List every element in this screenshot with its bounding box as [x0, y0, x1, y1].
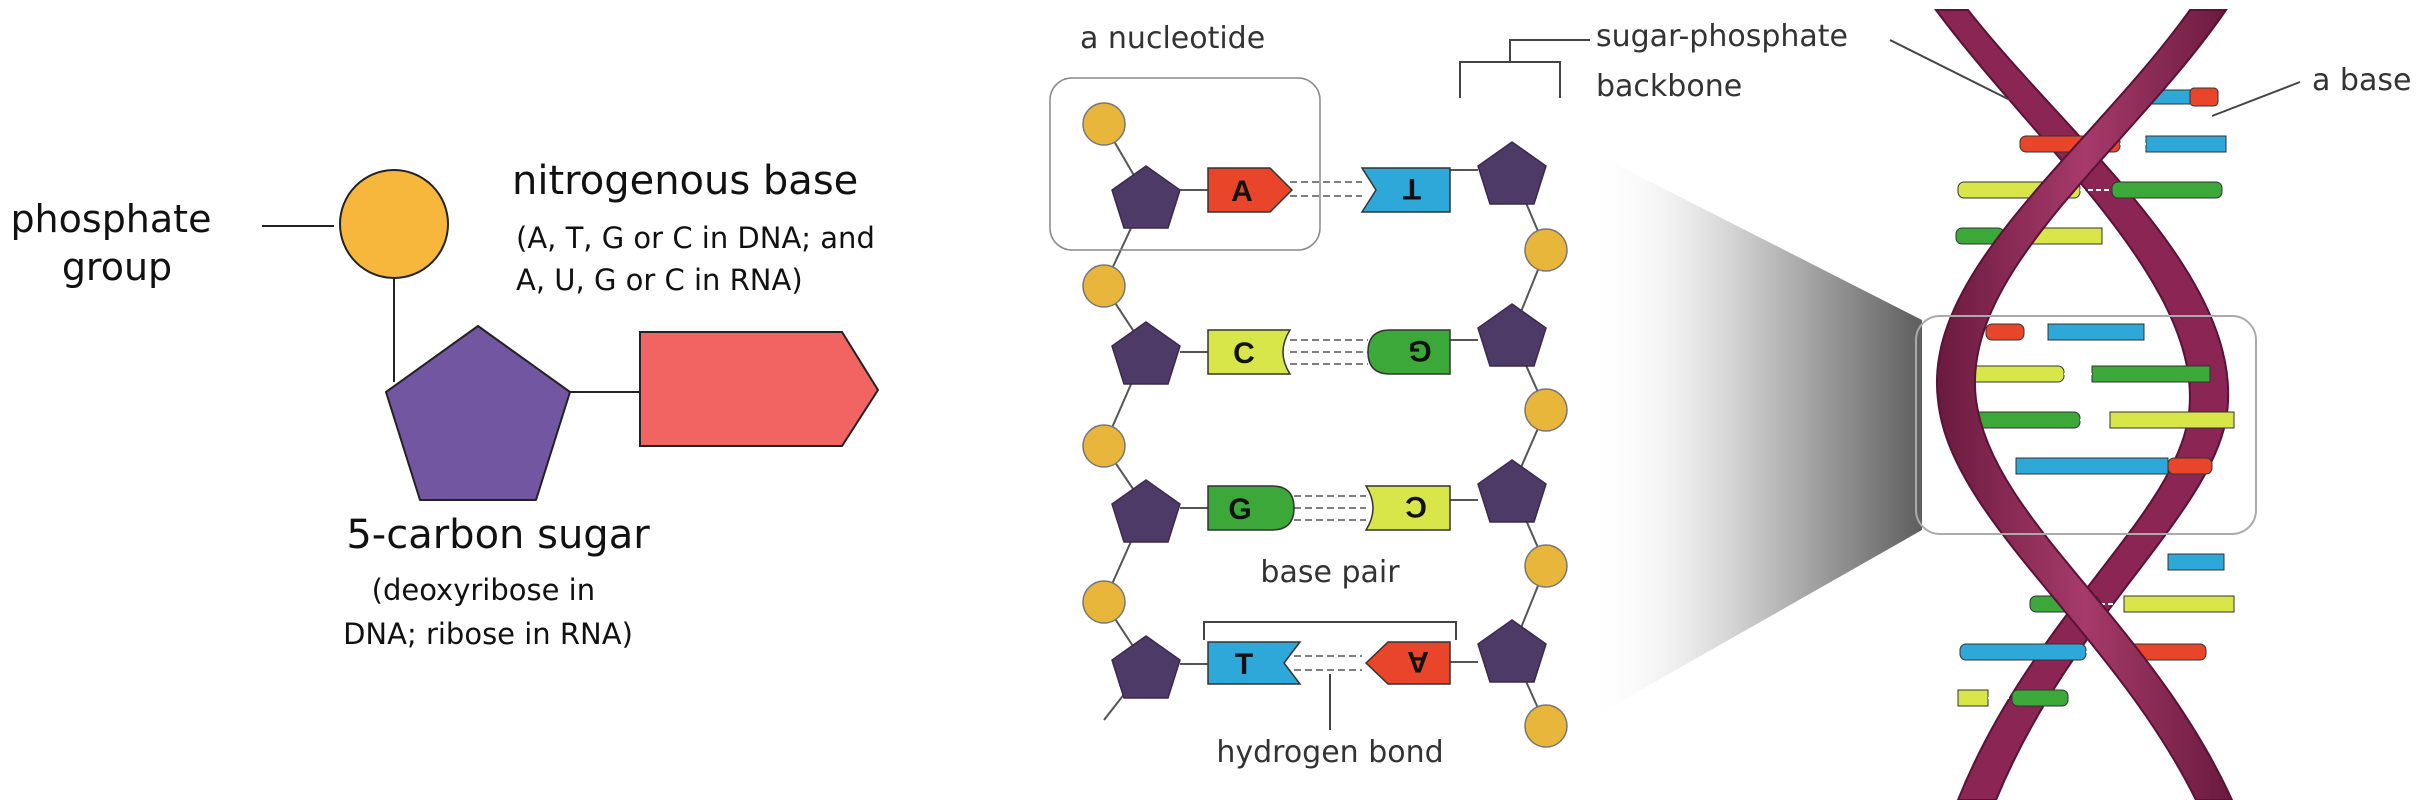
base-pair-bracket: [1203, 621, 1457, 640]
helix-base: [2111, 181, 2223, 199]
sugar-left-4: [1111, 635, 1181, 699]
phosphate-left-2: [1082, 264, 1126, 308]
helix-back-strand: [1934, 9, 2229, 800]
base-letter: A: [1407, 645, 1429, 678]
helix-base: [2011, 689, 2069, 707]
a-base-pointer: [2211, 81, 2301, 117]
helix-base: [2167, 553, 2225, 571]
five-carbon-sugar-note: (deoxyribose in DNA; ribose in RNA): [343, 573, 633, 651]
helix-base: [2145, 135, 2227, 153]
backbone-bracket: [1459, 61, 1561, 98]
base-shape: [639, 331, 880, 447]
phosphate-right-2: [1524, 388, 1568, 432]
sugar-pentagon: [385, 325, 571, 501]
phosphate-right-4: [1524, 704, 1568, 748]
sugar-phosphate-backbone-label: sugar-phosphate backbone: [1596, 19, 1858, 104]
base-letter: G: [1228, 493, 1251, 526]
phosphate-left-1: [1082, 102, 1126, 146]
base-T-left-4: [1207, 641, 1302, 685]
base-C-right-3: [1364, 485, 1451, 531]
phosphate-left-4: [1082, 580, 1126, 624]
base-pair-label: base pair: [1260, 555, 1400, 590]
five-carbon-sugar-title: 5-carbon sugar: [346, 512, 650, 558]
a-base-label: a base: [2312, 63, 2411, 98]
base-G-right-2: [1367, 329, 1451, 375]
base-letter: A: [1231, 175, 1253, 208]
sugar-right-1: [1477, 141, 1547, 205]
sugar-left-1: [1111, 165, 1181, 229]
helix-base: [2109, 411, 2235, 429]
magnification-cone: [1588, 150, 1922, 720]
base-letter: G: [1408, 334, 1431, 367]
base-A-left-1: [1207, 167, 1294, 213]
phosphate-left-3: [1082, 424, 1126, 468]
helix-base: [2047, 323, 2145, 341]
base-letter: C: [1233, 337, 1255, 370]
nitrogenous-base-note: (A, T, G or C in DNA; and A, U, G or C i…: [516, 221, 884, 297]
base-letter: T: [1235, 648, 1253, 681]
magnified-section-frame: [1915, 315, 2257, 535]
base-letter: T: [1403, 172, 1421, 205]
nucleotide-schematic: phosphate group nitrogenous base (A, T, …: [10, 158, 884, 651]
sugar-right-2: [1477, 303, 1547, 367]
helix-front-strand: [1935, 9, 2234, 800]
dna-ladder: A T C G G C T A a nucleotide sugar-phosp…: [1049, 19, 1858, 770]
helix-base: [2091, 365, 2211, 383]
helix-base: [1985, 323, 2025, 341]
a-nucleotide-label: a nucleotide: [1080, 21, 1265, 56]
base-G-left-3: [1207, 485, 1295, 531]
sugar-right-3: [1477, 459, 1547, 523]
nucleotide-highlight-box: [1049, 77, 1321, 251]
helix-base: [2015, 457, 2169, 475]
phosphate-right-3: [1524, 544, 1568, 588]
hydrogen-bond-label: hydrogen bond: [1216, 735, 1443, 770]
phosphate-right-1: [1524, 228, 1568, 272]
phosphate-group-label: phosphate group: [10, 197, 223, 289]
helix-base: [2123, 595, 2235, 613]
double-helix: a base: [1889, 9, 2411, 800]
base-letter: C: [1405, 490, 1427, 523]
helix-base: [2167, 457, 2213, 475]
base-A-right-4: [1364, 641, 1451, 685]
sugar-left-2: [1111, 321, 1181, 385]
helix-base: [1959, 643, 2087, 661]
nitrogenous-base-title: nitrogenous base: [512, 158, 858, 204]
sugar-right-4: [1477, 619, 1547, 683]
backbone-to-helix-pointer: [1889, 39, 2011, 101]
helix-base: [2189, 87, 2219, 107]
backbone-leader-line: [1509, 39, 1590, 62]
phosphate-circle: [339, 169, 449, 279]
helix-base: [1969, 411, 2081, 429]
sugar-left-3: [1111, 479, 1181, 543]
base-C-left-2: [1207, 329, 1292, 375]
helix-base: [1957, 689, 1989, 707]
base-T-right-1: [1360, 167, 1451, 213]
